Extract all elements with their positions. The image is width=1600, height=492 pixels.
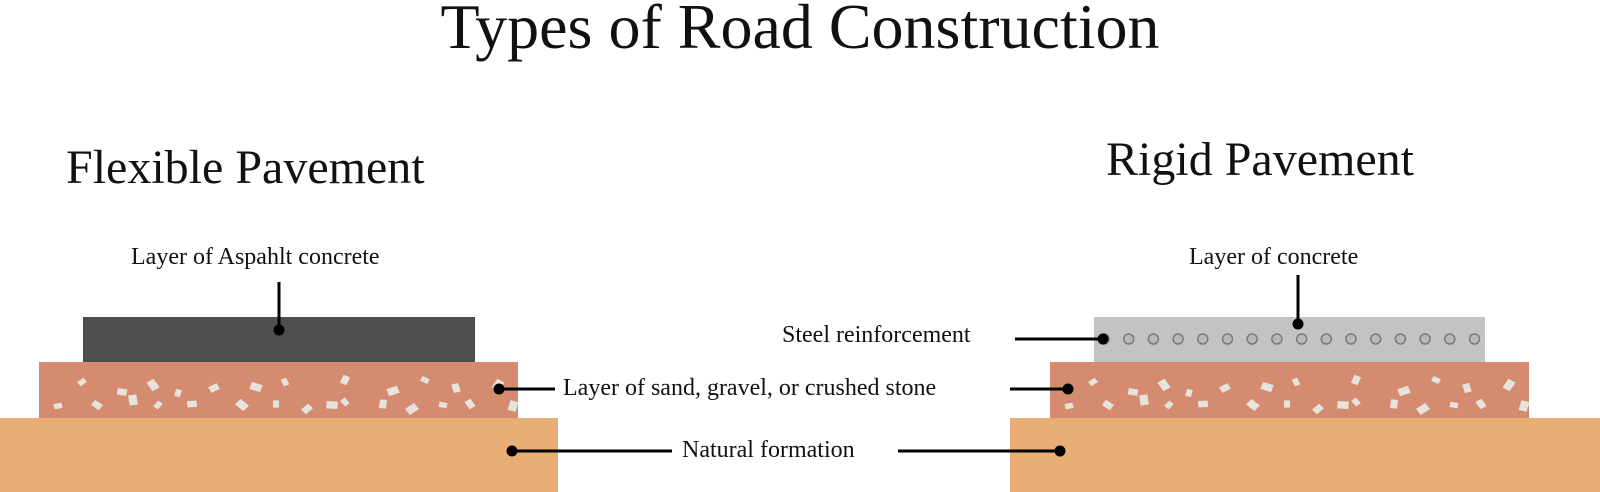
- stone: [1416, 403, 1430, 415]
- diagram-title: Types of Road Construction: [440, 0, 1160, 62]
- steel-bar: [1246, 333, 1258, 345]
- steel-bar: [1295, 333, 1308, 345]
- stone: [438, 401, 448, 409]
- stone: [174, 388, 182, 398]
- flexible-heading: Flexible Pavement: [66, 141, 425, 194]
- steel-bar: [1221, 333, 1234, 345]
- stone: [1246, 398, 1260, 412]
- stone: [1219, 383, 1231, 393]
- stone: [249, 381, 263, 393]
- stone: [1351, 397, 1361, 407]
- stone: [1260, 381, 1274, 393]
- stone: [77, 377, 87, 387]
- steel-bar: [1147, 333, 1160, 345]
- stone: [1462, 382, 1472, 394]
- stone: [146, 378, 160, 392]
- steel-bar: [1122, 333, 1135, 345]
- stone: [116, 388, 128, 396]
- stone: [326, 400, 338, 410]
- stone: [451, 382, 461, 394]
- steel-bar: [1394, 333, 1407, 345]
- stone: [301, 403, 313, 415]
- stone: [128, 394, 138, 406]
- stone: [208, 383, 220, 393]
- stone: [280, 377, 290, 387]
- asphalt-label: Layer of Aspahlt concrete: [131, 244, 380, 270]
- steel-bar: [1172, 333, 1184, 345]
- gravel-label: Layer of sand, gravel, or crushed stone: [563, 375, 937, 401]
- stone: [340, 397, 350, 407]
- steel-bar: [1468, 333, 1481, 345]
- stone: [1431, 375, 1441, 385]
- stone: [1088, 377, 1098, 387]
- stone: [339, 374, 351, 386]
- stone: [1475, 398, 1487, 410]
- leader-lines: [273, 275, 1304, 457]
- concrete-label: Layer of concrete: [1189, 244, 1359, 270]
- stones-left: [53, 374, 519, 415]
- steel-label: Steel reinforcement: [782, 322, 971, 348]
- stone: [273, 400, 279, 408]
- steel-bar: [1444, 333, 1456, 345]
- stone: [464, 398, 476, 410]
- rigid-heading: Rigid Pavement: [1106, 133, 1414, 186]
- stone: [1337, 400, 1349, 410]
- subgrade-label: Natural formation: [682, 437, 855, 463]
- stone: [1197, 400, 1209, 408]
- gravel-layer-left: [39, 362, 518, 418]
- stone: [1127, 388, 1139, 396]
- steel-reinforcement-bars: [1098, 333, 1481, 345]
- stone: [1291, 377, 1301, 387]
- rigid-pavement-cross-section: [1010, 317, 1600, 492]
- stone: [386, 385, 400, 397]
- stone: [1064, 402, 1074, 410]
- stone: [1284, 400, 1290, 408]
- stone: [235, 398, 249, 412]
- stone: [1185, 388, 1193, 398]
- stone: [53, 402, 63, 410]
- stone: [1389, 399, 1399, 409]
- stone: [1164, 400, 1174, 410]
- gravel-layer-right: [1050, 362, 1529, 418]
- stone: [1157, 378, 1171, 392]
- stone: [186, 400, 198, 408]
- stone: [153, 400, 163, 410]
- stone: [91, 399, 103, 411]
- stone: [507, 400, 519, 412]
- steel-bar: [1197, 333, 1209, 345]
- stone: [1139, 394, 1149, 406]
- stone: [1312, 403, 1324, 415]
- stone: [420, 375, 430, 385]
- subgrade-layer-right: [1010, 418, 1600, 492]
- stone: [378, 399, 388, 409]
- subgrade-layer-left: [0, 418, 558, 492]
- steel-bar: [1271, 333, 1283, 345]
- steel-bar: [1345, 333, 1357, 345]
- stone: [1350, 374, 1362, 386]
- stone: [1502, 378, 1516, 392]
- stone: [1102, 399, 1114, 411]
- stone: [1449, 401, 1459, 409]
- stone: [1518, 400, 1530, 412]
- stones-right: [1064, 374, 1530, 415]
- steel-bar: [1369, 333, 1382, 345]
- flexible-pavement-cross-section: [0, 317, 558, 492]
- stone: [1397, 385, 1411, 397]
- steel-bar: [1320, 333, 1333, 345]
- stone: [405, 403, 419, 415]
- steel-bar: [1419, 333, 1431, 345]
